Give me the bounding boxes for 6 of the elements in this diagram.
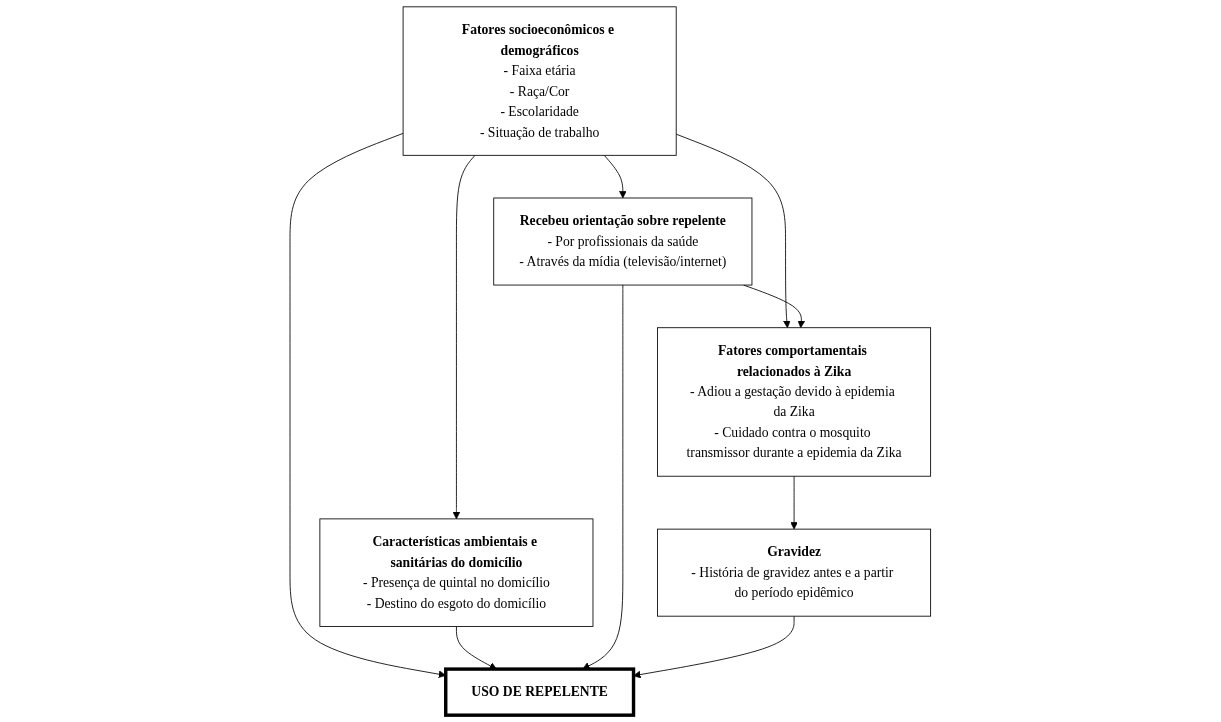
node-box: Fatores socioeconômicos e demográficos - Faixa etária - Raça/Cor - Escolaridade - Situação de trabalho: [402, 6, 677, 156]
node-box: Recebeu orientação sobre repelente - Por profissionais da saúde - Através da mídia (televisão/internet): [493, 197, 753, 286]
node-box: USO DE REPELENTE: [444, 667, 636, 717]
node-box: Gravidez - História de gravidez antes e a partir do período epidêmico: [657, 528, 932, 617]
node-box: Características ambientais e sanitárias do domicílio - Presença de quintal no domicílio - Destino do esgoto do domicílio: [319, 518, 594, 627]
node-box: Fatores comportamentais relacionados à Zika - Adiou a gestação devido à epidemia da Zika - Cuidado contra o mosquito transmissor durante a epidemia da Zika: [657, 327, 932, 477]
